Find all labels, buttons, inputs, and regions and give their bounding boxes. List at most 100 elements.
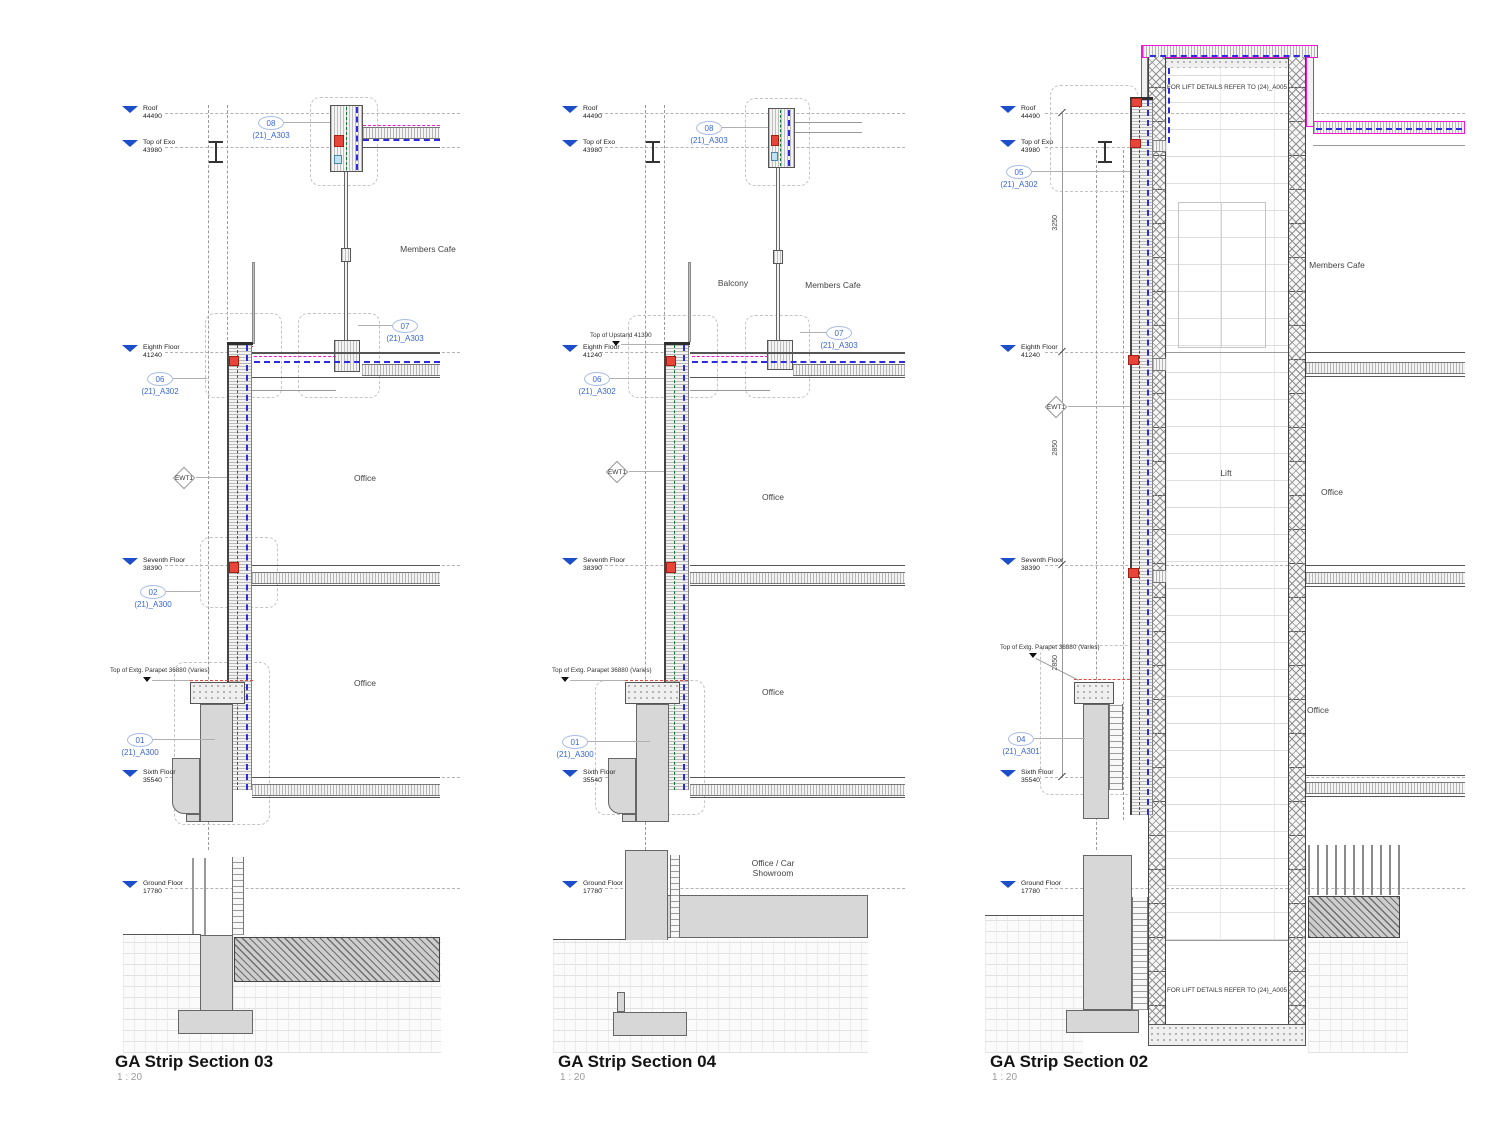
slab-membrane-line [692,356,768,357]
ground-slab [668,895,868,938]
room-label-office: Office [761,492,785,502]
level-elevation: 43980 [583,147,602,154]
callout-07: 07(21)_A303 [375,319,435,343]
callout-08: 08(21)_A303 [679,121,739,145]
steel-beam-icon [646,141,660,163]
slab-soffit-line [252,797,440,798]
slab-top-line [690,777,905,778]
level-name: Ground Floor [143,880,184,887]
ceiling-line [363,147,440,148]
level-elevation: 38390 [1021,565,1040,572]
wall-tag-leader [196,477,227,478]
callout-leader [800,332,826,333]
existing-timber-wall [1308,845,1400,895]
mullion-connector [341,248,351,262]
existing-column [200,704,233,822]
floor-insulation [690,572,905,584]
roof-level-line [1166,113,1288,114]
beam-flange [209,161,223,163]
level-elevation: 41240 [1021,352,1040,359]
beam-flange [1098,161,1112,163]
slab-membrane-line [254,356,336,357]
level-triangle-icon [122,345,138,352]
level-elevation: 38390 [143,565,162,572]
level-name: Top of Exo [583,139,616,146]
wall-tag-label: EWT1 [607,468,627,476]
foundation-column [1083,855,1132,1010]
steel-beam-icon [1098,141,1112,163]
firestop-block [666,562,676,573]
parapet-dpc-line [1074,679,1130,680]
bracket-block [771,152,778,161]
shaft-roof-vcl-line [1150,55,1310,57]
roof-vcl-line [1316,128,1462,130]
level-triangle-icon [1000,345,1016,352]
callout-leader [284,122,330,123]
callout-07: 07(21)_A303 [809,326,869,350]
section-scale: 1 : 20 [117,1072,143,1083]
top-of-exo-level-line [600,147,905,148]
transom-box [767,340,793,370]
room-label-office: Office [1306,705,1330,715]
level-triangle-icon [1000,770,1016,777]
level-triangle-icon [122,770,138,777]
callout-ref: (21)_A301 [1002,747,1040,756]
level-triangle-icon [1000,881,1016,888]
wall-cap [227,342,253,345]
firestop-block [1128,568,1139,578]
firestop-block [771,135,779,146]
level-name: Roof [1021,105,1036,112]
room-label-members-cafe: Members Cafe [1309,260,1365,270]
parapet-dpc-line [625,680,688,681]
floor-insulation [1306,572,1465,584]
level-elevation: 43980 [143,147,162,154]
roof-insulation [363,127,440,139]
slab-top-line [252,777,440,778]
lift-door-panel [1178,202,1266,348]
spot-elevation-icon [143,677,151,682]
floor-insulation [1153,140,1166,152]
slab-vcl-line [254,361,440,363]
lift-door-centerline [1221,202,1222,348]
level-name: Sixth Floor [583,769,616,776]
bracket-block [334,155,342,164]
floor-insulation [793,364,905,376]
room-label-office: Office [353,473,377,483]
level-triangle-icon [122,140,138,147]
grid-line [227,105,228,345]
footing [613,1012,687,1036]
ground-surface-line [553,939,625,941]
callout-leader [1032,171,1130,172]
callout-leader [166,591,200,592]
vcl-line [356,107,358,170]
room-label-office: Office [761,687,785,697]
parapet-note: Top of Extg. Parapet 36880 (Varies) [110,667,210,674]
callout-02: 02(21)_A300 [123,585,183,609]
roof-insulation [1313,121,1465,134]
callout-bubble: 01 [127,733,153,747]
beam-flange [646,161,660,163]
callout-leader [722,127,768,128]
floor-insulation [252,572,440,584]
slab-top-line [1306,352,1465,353]
level-triangle-icon [1000,106,1016,113]
firestop-block [334,135,344,147]
floor-insulation [362,364,440,376]
callout-leader [1034,738,1085,739]
firestop-block [1131,98,1142,107]
level-name: Seventh Floor [1021,557,1064,564]
firestop-block [1130,139,1141,148]
grid-line [1123,150,1124,820]
slab-soffit-line [1306,796,1465,797]
level-triangle-icon [562,345,578,352]
callout-01: 01(21)_A300 [110,733,170,757]
slab-top-line [252,565,440,566]
